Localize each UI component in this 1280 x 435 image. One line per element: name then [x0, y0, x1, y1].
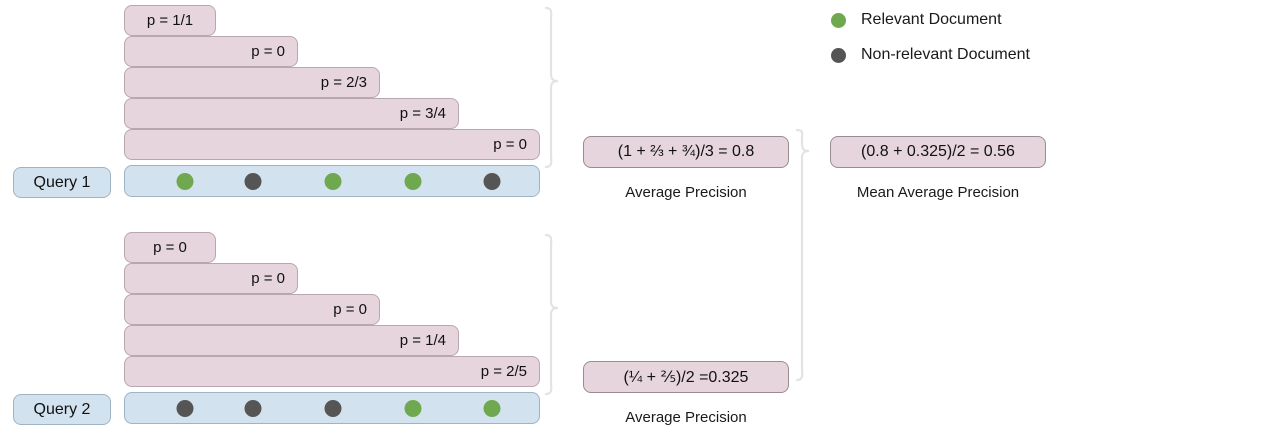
brace-query-2	[544, 233, 559, 396]
precision-step-1-1: p = 1/1	[124, 5, 216, 36]
precision-step-2-2: p = 0	[124, 263, 298, 294]
document-dot-2-2	[244, 400, 262, 417]
relevant-dot-icon	[831, 13, 846, 28]
precision-step-1-5: p = 0	[124, 129, 540, 160]
query-label-1: Query 1	[13, 167, 111, 198]
nonrelevant-dot-icon	[831, 48, 846, 63]
document-dot-2-5	[483, 400, 501, 417]
precision-step-2-1: p = 0	[124, 232, 216, 263]
mean-average-precision-caption: Mean Average Precision	[856, 184, 1020, 201]
average-precision-caption-2: Average Precision	[625, 409, 747, 426]
document-dot-1-3	[324, 173, 342, 190]
query-label-2: Query 2	[13, 394, 111, 425]
legend-label-relevant: Relevant Document	[861, 11, 1002, 28]
precision-step-2-4: p = 1/4	[124, 325, 459, 356]
document-row-1	[124, 165, 540, 197]
precision-step-1-3: p = 2/3	[124, 67, 380, 98]
precision-step-2-5: p = 2/5	[124, 356, 540, 387]
precision-step-2-3: p = 0	[124, 294, 380, 325]
document-dot-1-4	[404, 173, 422, 190]
document-dot-1-5	[483, 173, 501, 190]
document-dot-1-1	[176, 173, 194, 190]
document-dot-2-3	[324, 400, 342, 417]
brace-query-1	[544, 6, 559, 169]
document-dot-1-2	[244, 173, 262, 190]
mean-average-precision-box: (0.8 + 0.325)/2 = 0.56	[830, 136, 1046, 168]
average-precision-box-1: (1 + ⅔ + ¾)/3 = 0.8	[583, 136, 789, 168]
brace-mean-average-precision	[795, 128, 810, 382]
precision-step-1-2: p = 0	[124, 36, 298, 67]
document-dot-2-1	[176, 400, 194, 417]
average-precision-box-2: (¼ + ⅖)/2 =0.325	[583, 361, 789, 393]
document-dot-2-4	[404, 400, 422, 417]
average-precision-caption-1: Average Precision	[625, 184, 747, 201]
precision-step-1-4: p = 3/4	[124, 98, 459, 129]
document-row-2	[124, 392, 540, 424]
legend-label-nonrelevant: Non-relevant Document	[861, 46, 1030, 63]
